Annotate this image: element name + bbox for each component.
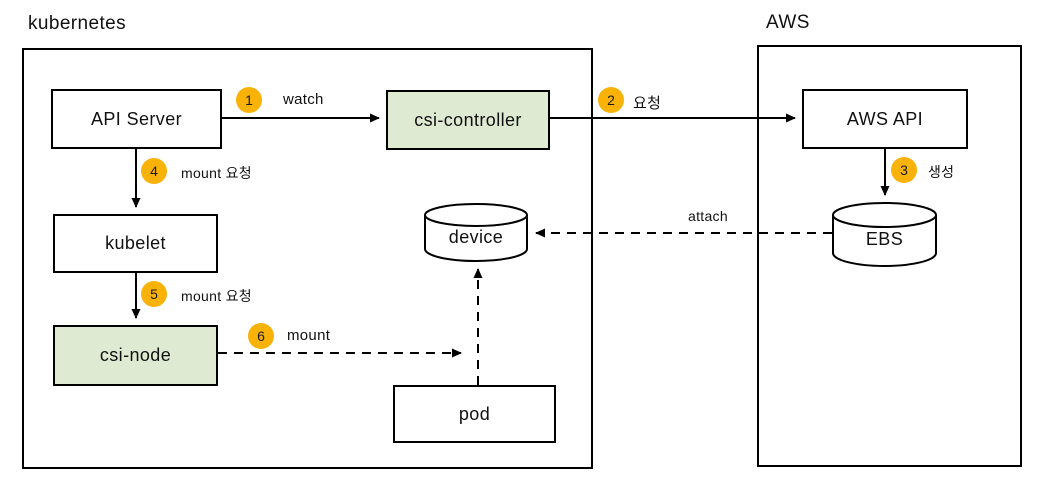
- kubernetes-group-box: [22, 48, 593, 469]
- step-5-label: mount 요청: [181, 288, 252, 304]
- step-2-label: 요청: [633, 95, 662, 112]
- cylinder-icon: [832, 202, 937, 267]
- kubelet-node: kubelet: [53, 214, 218, 273]
- pod-node: pod: [393, 385, 556, 443]
- csi-controller-node: csi-controller: [386, 90, 550, 150]
- device-label: device: [448, 227, 504, 247]
- api-server-node: API Server: [51, 89, 222, 149]
- step-5-badge: 5: [141, 281, 167, 307]
- step-4-badge: 4: [141, 158, 167, 184]
- step-3-badge: 3: [891, 157, 917, 183]
- step-1-badge: 1: [236, 87, 262, 113]
- aws-api-node: AWS API: [802, 89, 968, 149]
- step-3-label: 생성: [928, 164, 955, 180]
- ebs-label: EBS: [865, 229, 904, 249]
- step-6-badge: 6: [248, 323, 274, 349]
- device-cylinder: device: [424, 203, 528, 262]
- aws-group-title: AWS: [766, 12, 810, 33]
- kubernetes-group-title: kubernetes: [28, 13, 127, 34]
- step-4-label: mount 요청: [181, 165, 252, 181]
- attach-label: attach: [688, 208, 728, 224]
- csi-node-node: csi-node: [53, 325, 218, 386]
- step-6-label: mount: [287, 327, 331, 344]
- aws-group-box: [757, 45, 1022, 467]
- ebs-cylinder: EBS: [832, 202, 937, 267]
- cylinder-icon: [424, 203, 528, 262]
- step-2-badge: 2: [598, 87, 624, 113]
- step-1-label: watch: [283, 91, 324, 108]
